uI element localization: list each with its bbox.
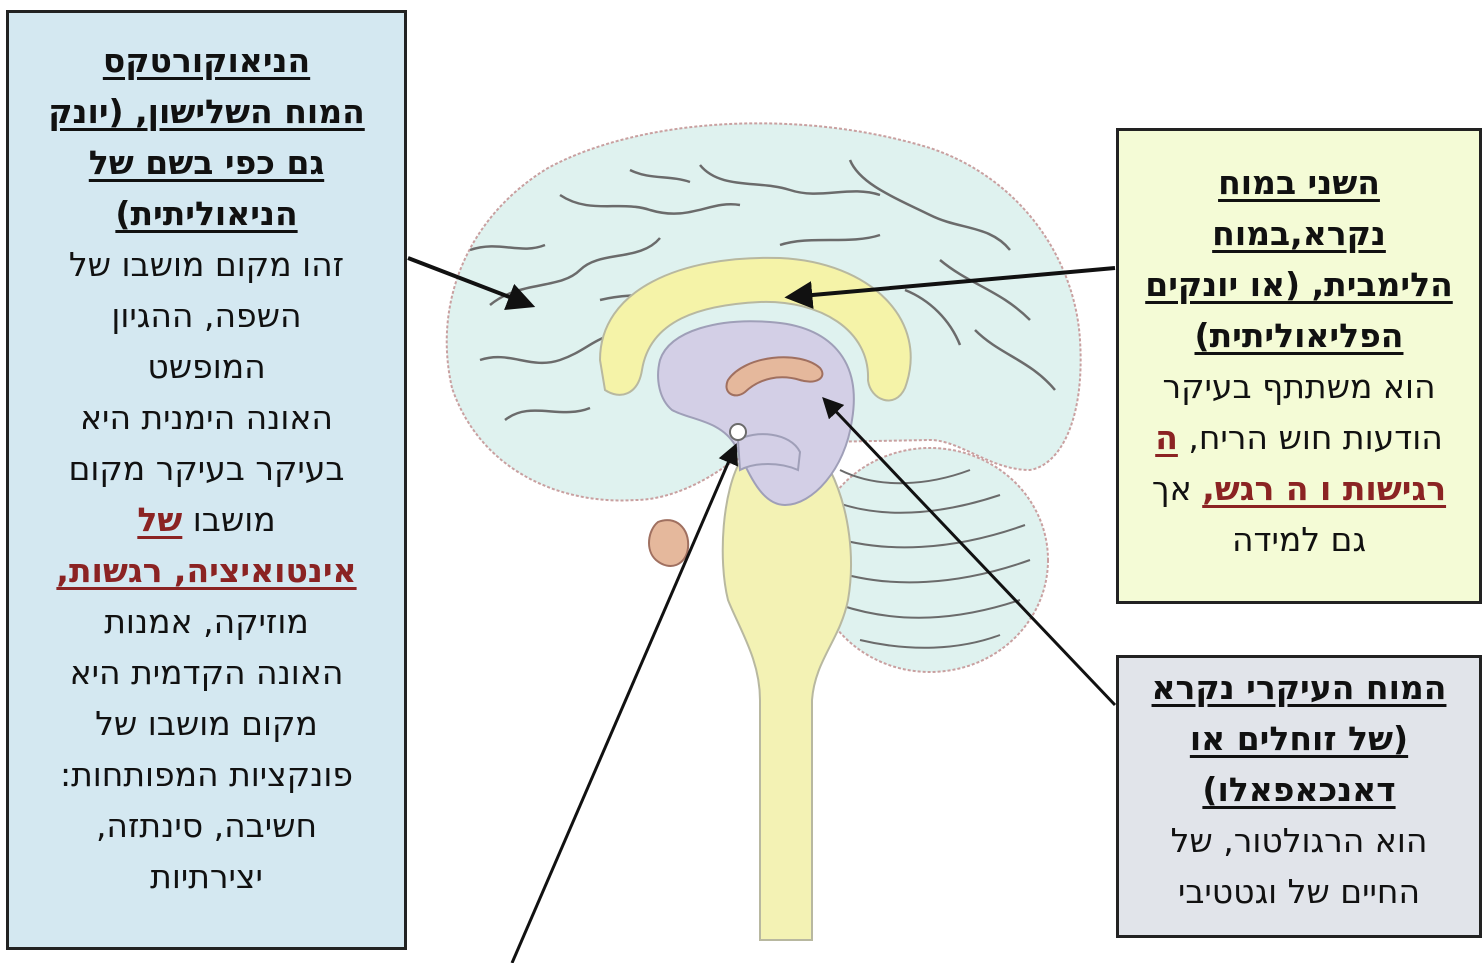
neocortex-heading-1: הניאוקורטקס: [9, 35, 404, 86]
arrow-pineal: [512, 447, 735, 963]
reptilian-text-2: החיים של וגטטיבי: [1119, 866, 1479, 917]
limbic-highlight-2: רגישות ו ה רגש,: [1202, 469, 1446, 508]
neocortex-text-8: מוזיקה, אמנות: [9, 596, 404, 647]
limbic-heading-1: השני במוח: [1119, 157, 1479, 208]
neocortex-text-6: מושבו של: [9, 494, 404, 545]
limbic-box: השני במוח נקרא,במוח הלימבית, (או יונקים …: [1116, 128, 1482, 604]
neocortex-text-9: האונה הקדמית היא: [9, 647, 404, 698]
reptilian-box: המוח העיקרי נקרא (של זוחלים או דאנכאפאלו…: [1116, 655, 1482, 938]
limbic-heading-2: נקרא,במוח: [1119, 208, 1479, 259]
neocortex-heading-4: הניאוליתית): [9, 188, 404, 239]
neocortex-highlight-2: אינטואיציה, רגשות,: [9, 545, 404, 596]
neocortex-text-5: בעיקר בעיקר מקום: [9, 443, 404, 494]
limbic-text-1: הוא משתתף בעיקר: [1119, 361, 1479, 412]
reptilian-heading-3: דאנכאפאלו): [1119, 764, 1479, 815]
neocortex-text-11: פונקציות המפותחות:: [9, 749, 404, 800]
limbic-text-4: גם למידה: [1119, 514, 1479, 565]
neocortex-text-4: האונה הימנית היא: [9, 392, 404, 443]
brainstem: [723, 447, 851, 940]
neocortex-text-12: חשיבה, סינתזה,: [9, 800, 404, 851]
neocortex-text-1: זהו מקום מושבו של: [9, 239, 404, 290]
limbic-heading-4: הפליאוליתית): [1119, 310, 1479, 361]
neocortex-text-2: השפה, ההגיון: [9, 290, 404, 341]
neocortex-text-10: מקום מושבו של: [9, 698, 404, 749]
limbic-text-2a: הודעות חוש הריח,: [1178, 418, 1443, 457]
neocortex-heading-2: המוח השלישון, (יונק: [9, 86, 404, 137]
limbic-text-2: הודעות חוש הריח, ה: [1119, 412, 1479, 463]
limbic-heading-3: הלימבית, (או יונקים: [1119, 259, 1479, 310]
neocortex-text-3: המופשט: [9, 341, 404, 392]
limbic-highlight-1: ה: [1155, 418, 1178, 457]
limbic-text-3: רגישות ו ה רגש, אך: [1119, 463, 1479, 514]
reptilian-heading-1: המוח העיקרי נקרא: [1119, 662, 1479, 713]
neocortex-heading-3: גם כפי בשם של: [9, 137, 404, 188]
reptilian-heading-2: (של זוחלים או: [1119, 713, 1479, 764]
limbic-text-3b: אך: [1152, 469, 1202, 508]
neocortex-highlight-1: של: [137, 500, 182, 539]
neocortex-text-6a: מושבו: [182, 500, 275, 539]
pineal: [730, 424, 746, 440]
pituitary: [649, 520, 688, 566]
reptilian-text-1: הוא הרגולטור, של: [1119, 815, 1479, 866]
neocortex-box: הניאוקורטקס המוח השלישון, (יונק גם כפי ב…: [6, 10, 407, 950]
neocortex-text-13: יצירתיות: [9, 851, 404, 902]
